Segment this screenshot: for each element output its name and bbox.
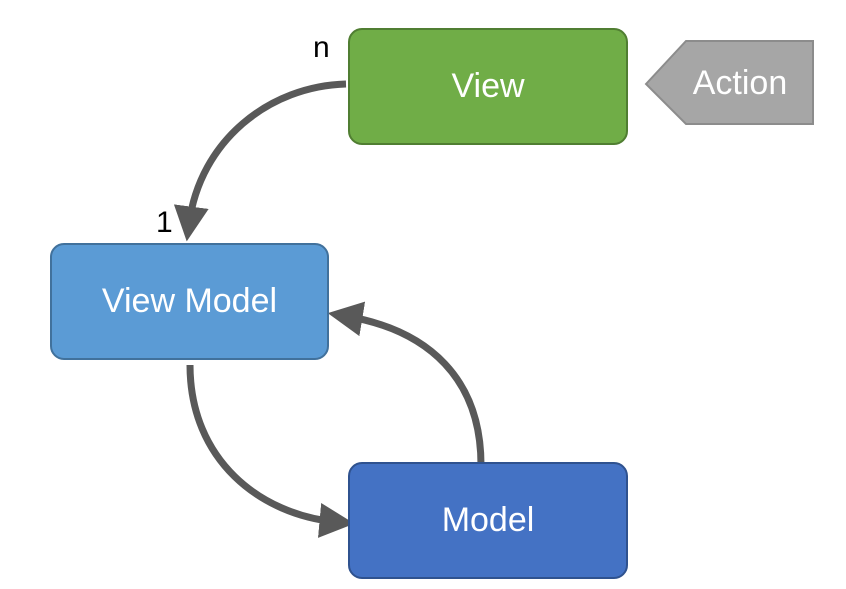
view-model-label: View Model (101, 282, 278, 320)
view-label: View (451, 67, 525, 105)
view-model-node: View Model (50, 243, 329, 360)
multiplicity-n-label: n (313, 31, 330, 64)
view-node: View (348, 28, 628, 145)
arrow-view-to-viewmodel (173, 80, 347, 242)
arrow-viewmodel-to-model (186, 364, 355, 538)
arrow-model-to-viewmodel (327, 301, 485, 466)
action-shape (644, 40, 814, 125)
model-node: Model (348, 462, 628, 579)
action-label: Action (692, 63, 788, 102)
model-label: Model (441, 501, 535, 539)
multiplicity-1-label: 1 (156, 206, 173, 239)
